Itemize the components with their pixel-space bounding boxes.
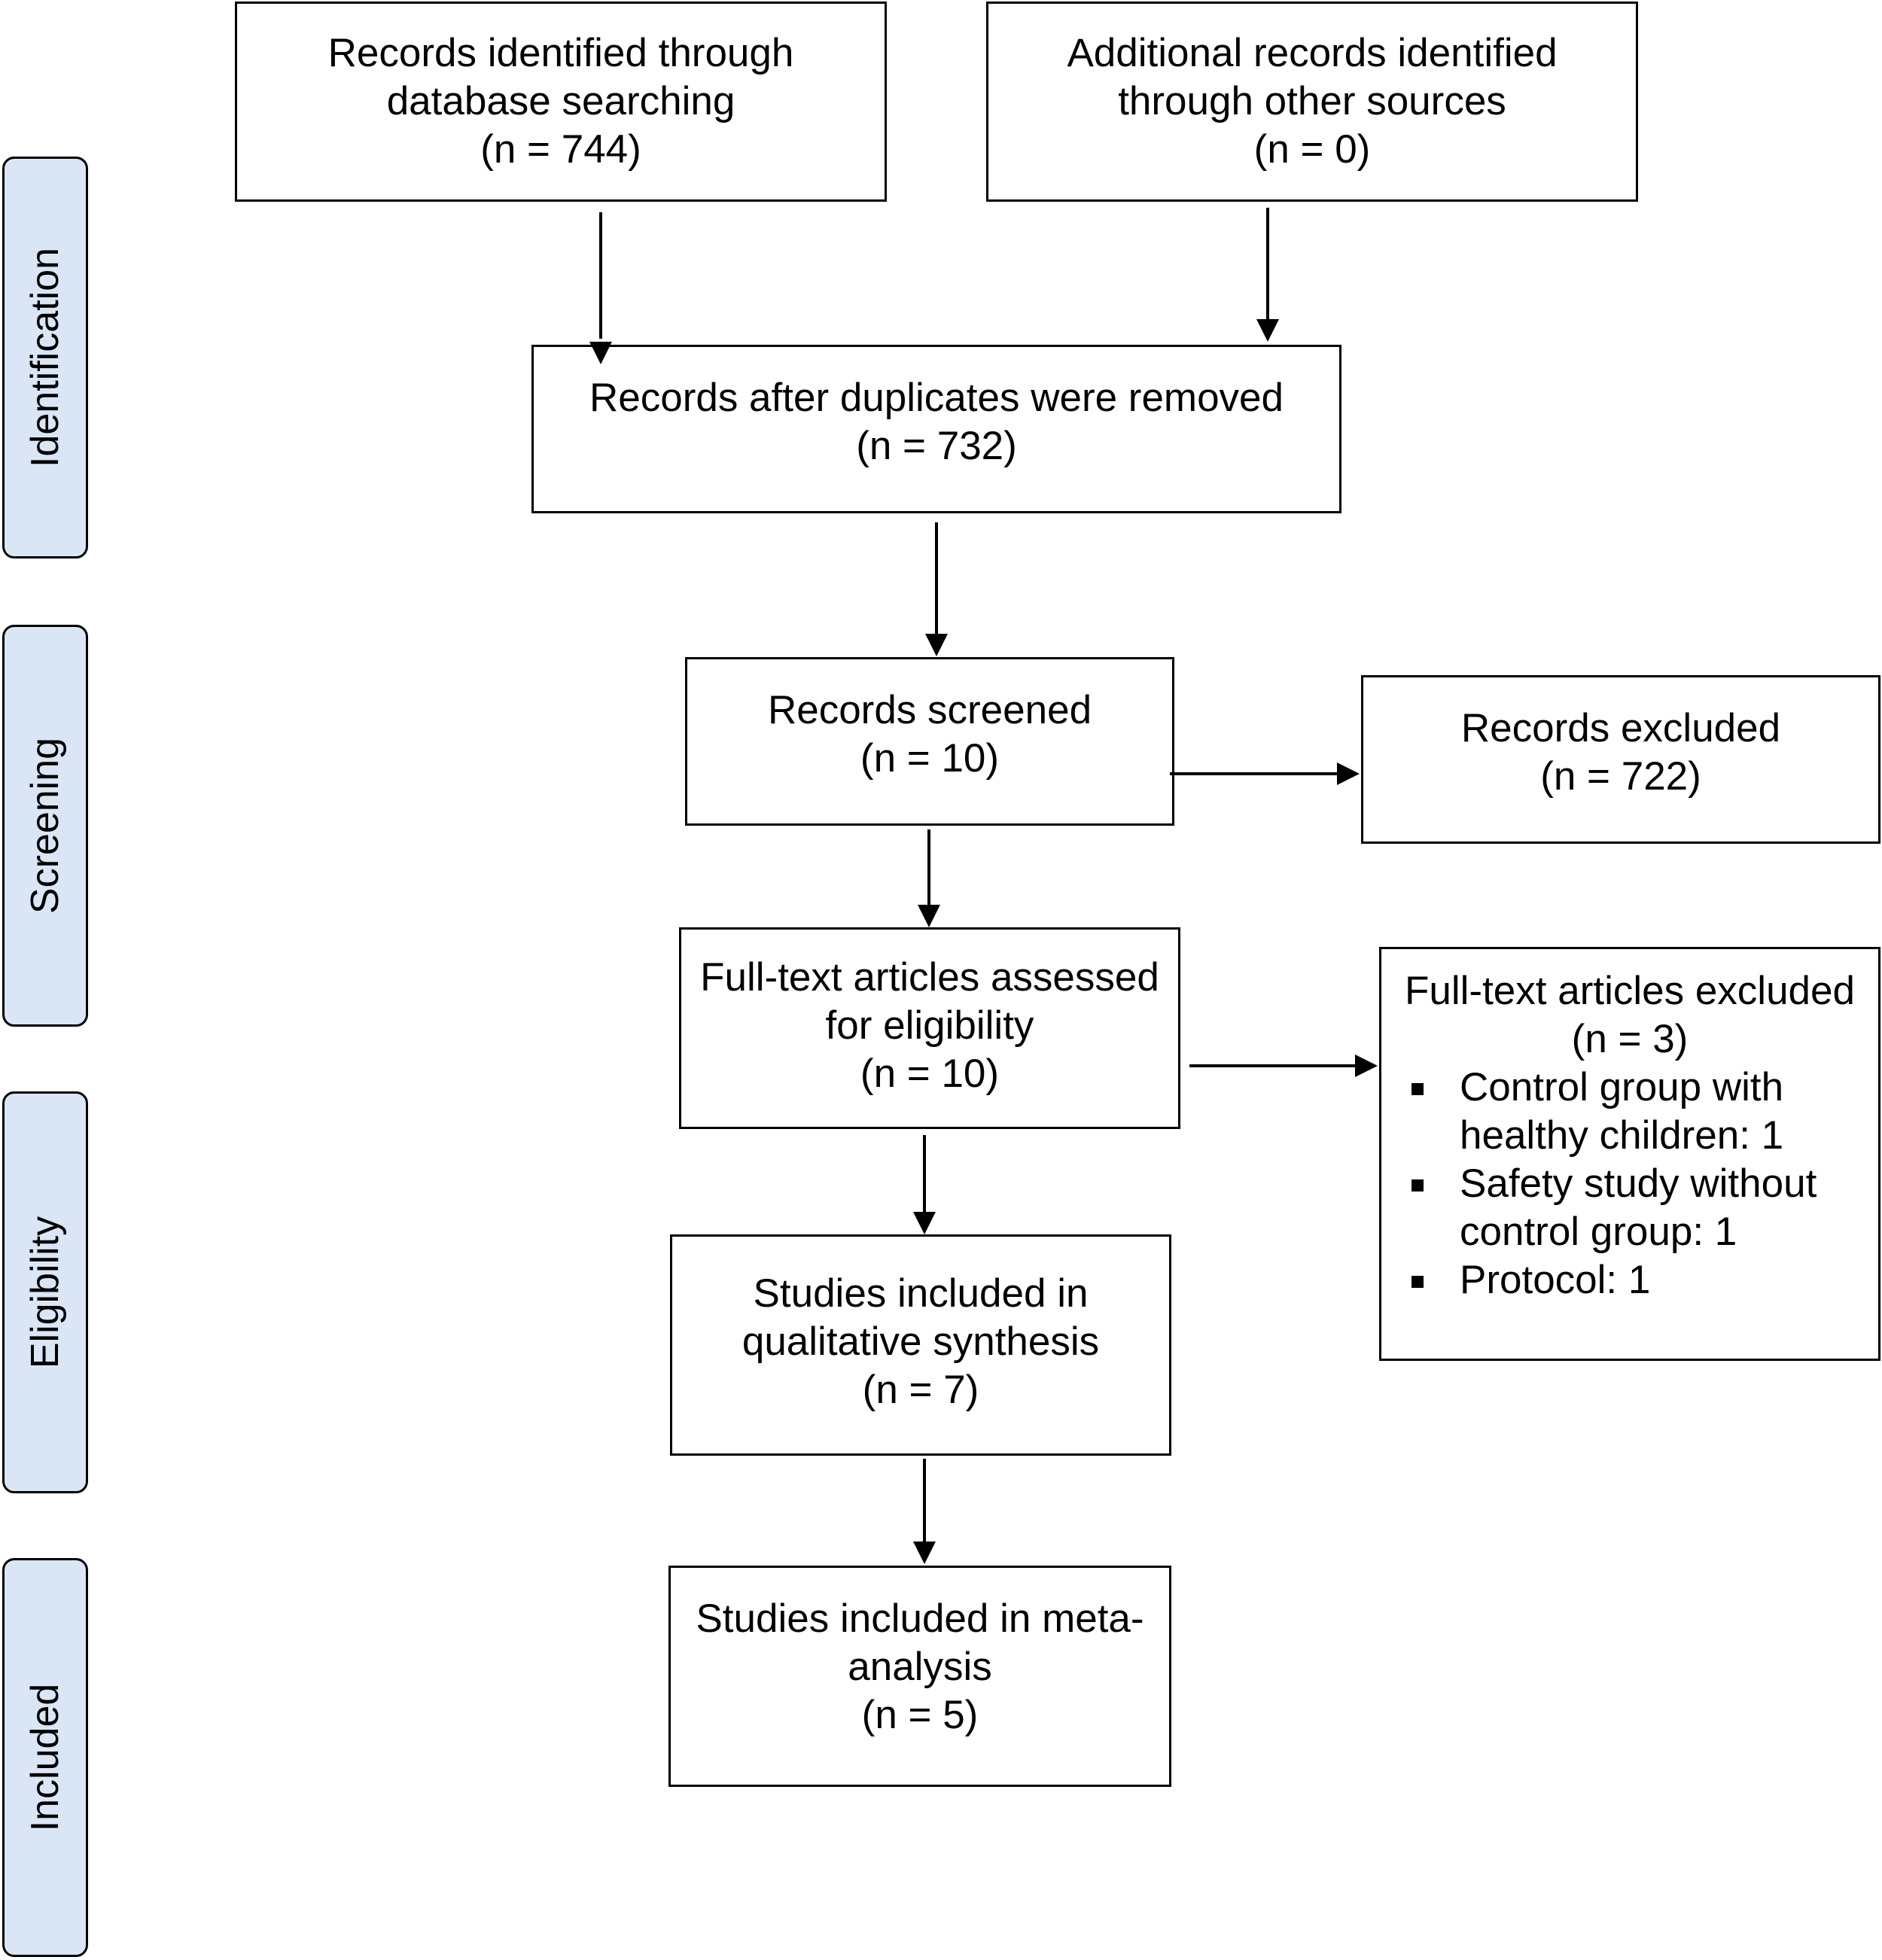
box-duplicates-removed: Records after duplicates were removed (n… [531,345,1341,513]
reason-text: healthy children: 1 [1460,1113,1784,1158]
arrowhead-icon [913,1212,936,1234]
exclusion-reason: Control group with healthy children: 1 [1381,1064,1878,1160]
exclusion-reason: Safety study without control group: 1 [1381,1160,1878,1256]
arrowhead-icon [913,1542,936,1564]
reason-text: control group: 1 [1460,1210,1737,1254]
box-qualitative-synthesis: Studies included in qualitative synthesi… [670,1234,1171,1456]
stage-screening: Screening [2,625,88,1027]
box-text: Full-text articles assessed [700,955,1159,1000]
exclusion-reasons-list: Control group with healthy children: 1 S… [1381,1064,1878,1304]
box-text: database searching [386,79,735,123]
box-text: Records screened [767,688,1092,732]
box-text: Full-text articles excluded [1405,969,1855,1013]
arrowhead-icon [1256,319,1279,342]
box-text: for eligibility [825,1003,1034,1048]
box-text: Studies included in [753,1271,1089,1316]
box-text: Records excluded [1460,706,1781,750]
exclusion-reason: Protocol: 1 [1381,1256,1878,1304]
box-count: (n = 0) [1253,127,1371,172]
box-text: through other sources [1118,79,1506,123]
stage-included: Included [2,1558,88,1957]
stage-eligibility: Eligibility [2,1091,88,1493]
box-other-sources: Additional records identified through ot… [986,2,1638,202]
arrowhead-icon [1337,762,1360,785]
reason-text: Safety study without [1460,1161,1817,1206]
box-fulltext-assessed: Full-text articles assessed for eligibil… [679,927,1180,1129]
box-count: (n = 722) [1540,754,1701,799]
box-text: Records after duplicates were removed [589,376,1284,420]
reason-text: Protocol: 1 [1460,1258,1651,1302]
box-count: (n = 10) [860,1052,1000,1096]
box-text: Records identified through [327,31,794,75]
arrowhead-icon [589,342,612,364]
box-count: (n = 744) [480,127,641,172]
box-count: (n = 10) [860,736,1000,781]
arrowhead-icon [918,905,940,927]
box-records-excluded: Records excluded (n = 722) [1361,675,1880,844]
box-text: qualitative synthesis [742,1319,1100,1364]
box-text: Studies included in meta- [696,1596,1144,1641]
box-records-screened: Records screened (n = 10) [685,657,1174,826]
box-count: (n = 3) [1571,1017,1689,1061]
box-text: Additional records identified [1067,31,1558,75]
box-count: (n = 5) [861,1693,979,1737]
box-count: (n = 7) [862,1368,979,1412]
arrowhead-icon [925,634,948,656]
box-count: (n = 732) [856,424,1017,468]
box-fulltext-excluded: Full-text articles excluded (n = 3) Cont… [1379,947,1880,1361]
stage-identification: Identification [2,157,88,558]
arrowhead-icon [1355,1055,1378,1077]
box-text: analysis [848,1645,992,1689]
box-database-search: Records identified through database sear… [235,2,887,202]
reason-text: Control group with [1460,1065,1784,1109]
box-meta-analysis: Studies included in meta- analysis (n = … [668,1566,1171,1787]
